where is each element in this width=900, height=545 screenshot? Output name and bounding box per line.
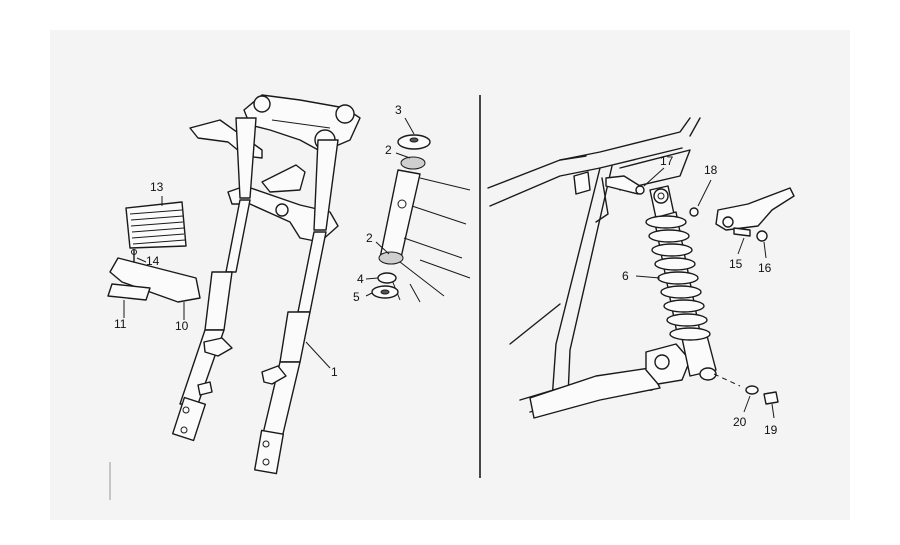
fork-leg-left bbox=[235, 117, 257, 199]
fork-leg-right bbox=[313, 139, 339, 231]
callout-2-upper: 2 bbox=[385, 143, 392, 157]
rear-frame bbox=[487, 117, 795, 419]
fork-left-clip bbox=[203, 337, 233, 357]
callout-11: 11 bbox=[114, 317, 127, 331]
callout-18: 18 bbox=[704, 163, 718, 177]
callout-5: 5 bbox=[353, 290, 360, 304]
leader-lines-left bbox=[123, 117, 415, 369]
swing-arm bbox=[529, 367, 661, 419]
bolt-19 bbox=[763, 391, 779, 405]
washer-20 bbox=[745, 385, 759, 395]
steering-head-tube bbox=[379, 169, 421, 263]
callout-3: 3 bbox=[395, 103, 402, 117]
callout-17: 17 bbox=[660, 154, 674, 168]
front-fork-assembly bbox=[107, 94, 471, 475]
frame-down-tube bbox=[551, 167, 601, 401]
frame-lug bbox=[573, 171, 591, 195]
reflector-plate bbox=[107, 283, 151, 301]
callout-19: 19 bbox=[764, 423, 778, 437]
frame-top-rail bbox=[487, 117, 691, 189]
washer-18 bbox=[689, 207, 699, 217]
leader-lines-right bbox=[635, 167, 775, 419]
callout-14: 14 bbox=[146, 254, 160, 268]
headlight-grille bbox=[125, 201, 187, 249]
callout-6: 6 bbox=[622, 269, 629, 283]
mounting-bracket bbox=[109, 257, 201, 303]
callout-2-lower: 2 bbox=[366, 231, 373, 245]
callout-20: 20 bbox=[733, 415, 747, 429]
callout-16: 16 bbox=[758, 261, 772, 275]
callout-10: 10 bbox=[175, 319, 189, 333]
bolt-15 bbox=[733, 227, 751, 237]
callout-15: 15 bbox=[729, 257, 743, 271]
bearing-lower-2 bbox=[378, 251, 404, 265]
upper-mount-bolt bbox=[605, 175, 641, 195]
nut-16 bbox=[756, 230, 768, 242]
fork-right-clip bbox=[261, 365, 287, 385]
race-4 bbox=[377, 272, 397, 284]
bearing-upper-2 bbox=[400, 156, 426, 170]
rocker-link bbox=[715, 187, 795, 231]
callout-13: 13 bbox=[150, 180, 164, 194]
headlight-bracket-lower bbox=[261, 164, 306, 193]
callout-4: 4 bbox=[357, 272, 364, 286]
rear-shock-absorber bbox=[645, 185, 717, 381]
callout-1: 1 bbox=[331, 365, 338, 379]
